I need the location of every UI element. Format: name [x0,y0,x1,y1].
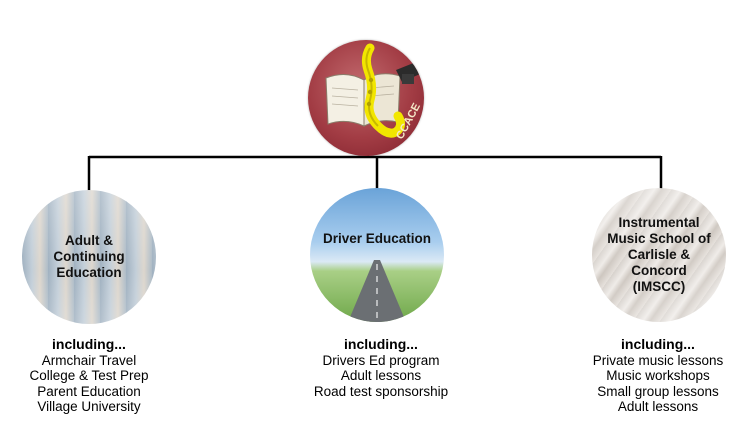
list-heading: including... [344,336,418,352]
node-label-line: Concord [631,263,687,278]
node-label-line: Driver Education [322,231,432,246]
list-item: Small group lessons [597,383,719,399]
list-item: Village University [37,399,141,414]
node-label-line: (IMSCC) [632,279,686,294]
node-label-line: Education [56,265,122,280]
node-driver-education: Driver Education [310,188,444,322]
node-label-line: Adult & [64,233,113,248]
node-label-line: Continuing [53,249,125,264]
list-item: Adult lessons [617,399,699,414]
node-label: Driver Education [310,188,444,322]
node-driver-list: including... Drivers Ed program Adult le… [281,336,481,399]
list-item: Parent Education [37,383,141,399]
node-instrumental-music-school: Instrumental Music School of Carlisle & … [592,188,726,322]
node-label: Instrumental Music School of Carlisle & … [592,188,726,322]
node-adult-list: including... Armchair Travel College & T… [0,336,189,415]
list-item: Road test sponsorship [313,383,449,399]
list-item: Drivers Ed program [322,352,440,368]
list-heading: including... [52,336,126,352]
list-item: College & Test Prep [29,368,149,383]
saxophone-icon [361,43,406,138]
book-icon [325,73,401,127]
node-label-line: Carlisle & [627,247,691,262]
list-item: Music workshops [606,368,710,383]
list-item: Private music lessons [592,352,724,368]
list-item: Adult lessons [340,368,422,383]
node-music-list: including... Private music lessons Music… [568,337,748,415]
graduation-cap-icon [396,62,420,84]
list-heading: including... [621,337,695,352]
ccace-logo: CCACE [308,40,424,156]
node-adult-continuing-education: Adult & Continuing Education [22,190,156,324]
node-label-line: Music School of [607,231,711,246]
node-label: Adult & Continuing Education [22,190,156,324]
list-item: Armchair Travel [41,352,137,368]
node-label-line: Instrumental [618,215,700,230]
road-image [348,260,406,322]
